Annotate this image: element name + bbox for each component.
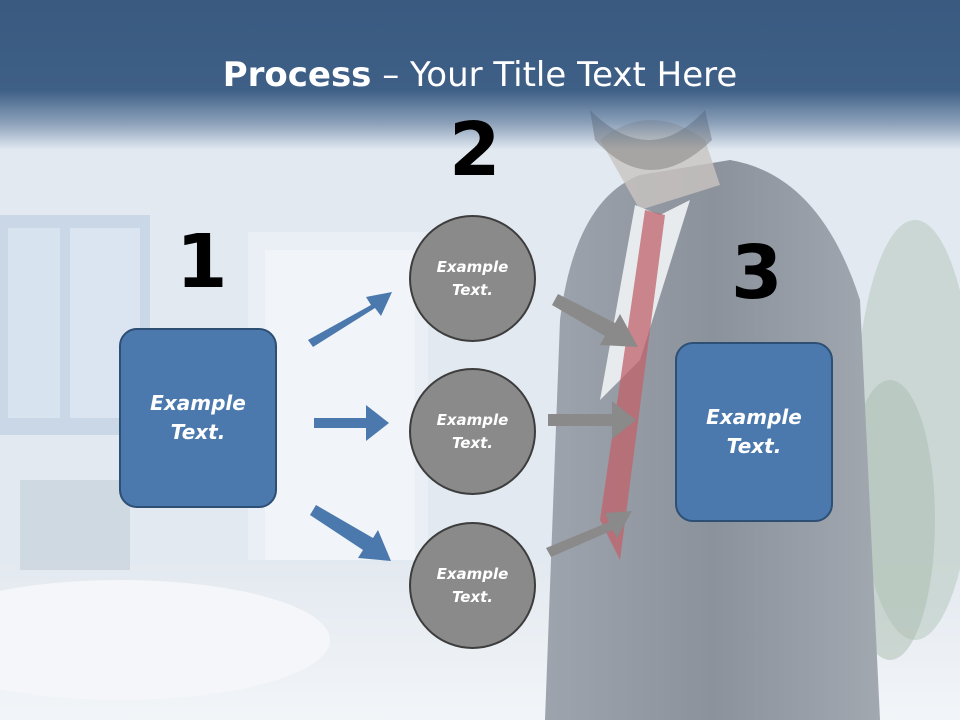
title-rest: – Your Title Text Here: [371, 55, 738, 95]
arrow-icon: [546, 511, 632, 557]
arrow-icon: [548, 401, 636, 439]
arrow-icon: [310, 505, 391, 561]
step-2-circle-middle: Example Text.: [409, 368, 536, 495]
step-3-box: Example Text.: [675, 342, 833, 522]
step-2-circle-top-text: Example Text.: [436, 257, 509, 299]
step-1-text: Example Text.: [150, 391, 246, 444]
step-number-2: 2: [449, 107, 501, 193]
arrow-icon: [314, 405, 389, 441]
title-bar: [0, 0, 960, 150]
slide-title: Process – Your Title Text Here: [0, 52, 960, 98]
arrow-icon: [552, 294, 638, 347]
step-2-circle-bottom-text: Example Text.: [436, 564, 509, 606]
step-2-circle-top: Example Text.: [409, 215, 536, 342]
arrow-icon: [308, 292, 392, 347]
step-3-text: Example Text.: [706, 405, 802, 458]
step-number-3: 3: [731, 230, 783, 316]
step-2-circle-middle-text: Example Text.: [436, 410, 509, 452]
step-2-circle-bottom: Example Text.: [409, 522, 536, 649]
step-1-box: Example Text.: [119, 328, 277, 508]
title-bold: Process: [222, 55, 372, 95]
step-number-1: 1: [176, 219, 228, 305]
